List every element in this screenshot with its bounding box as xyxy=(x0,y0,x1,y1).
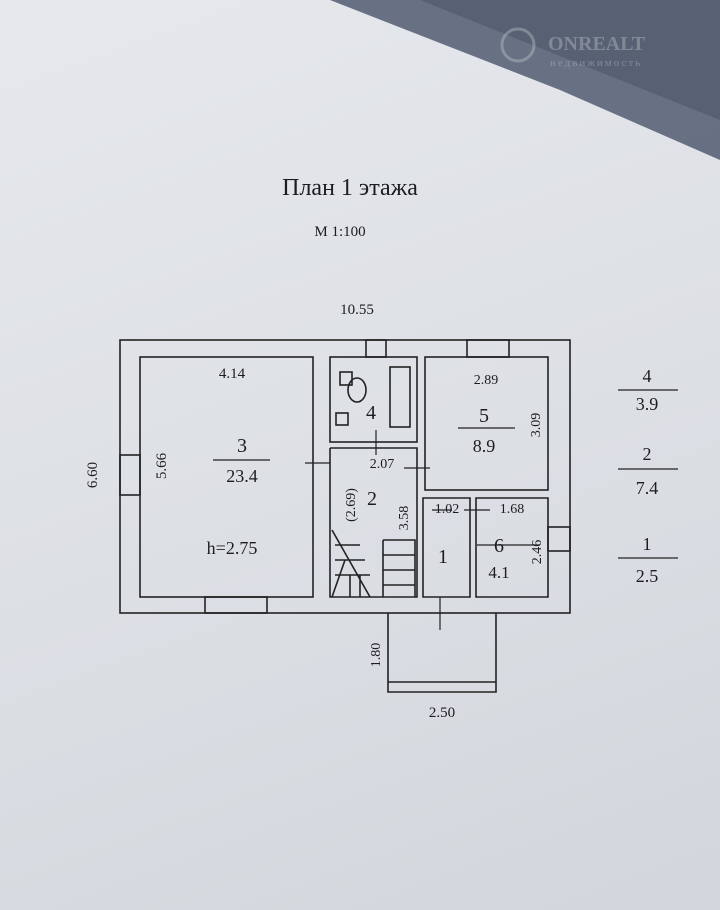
watermark-tagline: недвижимость xyxy=(550,57,642,69)
dim-porch-width: 2.50 xyxy=(429,705,455,721)
dim-room2-depth: (2.69) xyxy=(344,488,359,522)
walls xyxy=(119,339,571,693)
ceiling-height: h=2.75 xyxy=(207,538,258,558)
dimension-ticks xyxy=(305,430,540,630)
bathtub xyxy=(389,366,411,428)
legend-area: 7.4 xyxy=(636,478,659,498)
sink xyxy=(335,412,349,426)
window xyxy=(466,339,510,358)
watermark: ONREALT недвижимость xyxy=(500,27,646,69)
legend-number: 2 xyxy=(643,444,652,464)
room6-area: 4.1 xyxy=(488,563,509,582)
dim-overall-depth: 6.60 xyxy=(85,462,101,488)
rooms-1-2-6-outline xyxy=(329,447,549,598)
dim-room2-width: 2.07 xyxy=(370,457,395,472)
watermark-brand: ONREALT xyxy=(548,33,646,55)
plan-scale: М 1:100 xyxy=(314,224,365,240)
window xyxy=(204,596,268,614)
legend-number: 1 xyxy=(643,534,652,554)
room6-number: 6 xyxy=(494,535,504,557)
legend-number: 4 xyxy=(643,366,652,386)
dim-room1-width: 1.02 xyxy=(435,502,460,517)
stairs xyxy=(331,529,416,598)
legend-area: 2.5 xyxy=(636,566,659,586)
window xyxy=(365,339,387,358)
room2-number: 2 xyxy=(367,488,377,510)
area-legend: 4 3.9 2 7.4 1 2.5 xyxy=(618,366,678,586)
room5-number: 5 xyxy=(479,405,489,427)
legend-area: 3.9 xyxy=(636,394,659,414)
room3-number: 3 xyxy=(237,435,247,457)
room3-area: 23.4 xyxy=(226,466,258,486)
window xyxy=(547,526,571,552)
bathroom-fixture xyxy=(339,371,353,386)
watermark-logo-icon xyxy=(500,27,536,63)
dim-room5-depth: 3.09 xyxy=(529,413,544,438)
room4-number: 4 xyxy=(366,402,376,424)
room4-outline xyxy=(329,356,418,443)
plan-title: План 1 этажа xyxy=(282,175,418,201)
dim-room6-depth: 2.46 xyxy=(530,540,545,565)
dim-room1-depth: 3.58 xyxy=(397,506,412,531)
dim-room6-width: 1.68 xyxy=(500,502,525,517)
dim-room5-width: 2.89 xyxy=(474,373,499,388)
window xyxy=(119,454,141,496)
room1-number: 1 xyxy=(438,546,448,568)
toilet xyxy=(347,377,367,403)
dim-room3-width: 4.14 xyxy=(219,366,246,382)
dim-porch-depth: 1.80 xyxy=(369,643,384,668)
room5-area: 8.9 xyxy=(473,436,496,456)
dim-overall-width: 10.55 xyxy=(340,302,374,318)
dim-room3-depth: 5.66 xyxy=(154,452,170,479)
porch xyxy=(387,613,497,693)
